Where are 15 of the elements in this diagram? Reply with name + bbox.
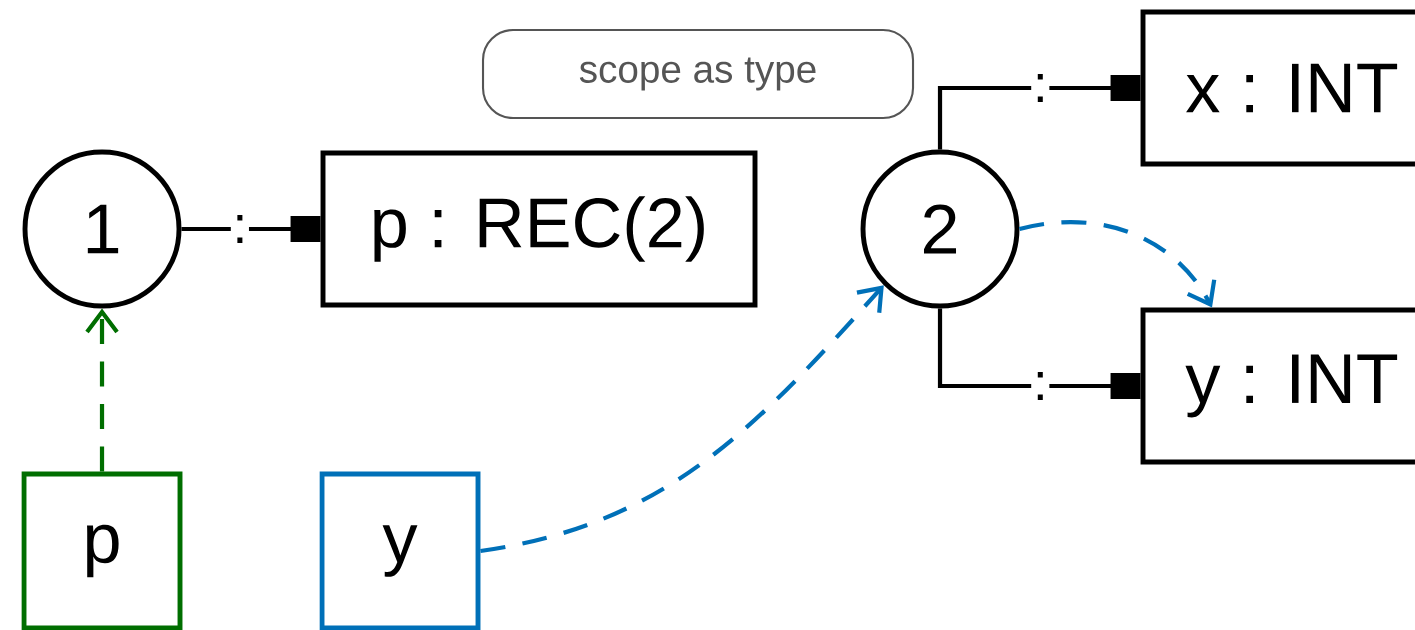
declaration-box: x : INT	[1140, 9, 1415, 167]
connector-line	[937, 75, 1141, 150]
arrow	[85, 308, 119, 472]
declaration-box: y : INT	[1140, 307, 1415, 465]
connector-line	[181, 216, 321, 242]
edge-label: :	[1031, 72, 1050, 104]
declaration-box: p : REC(2)	[320, 150, 758, 308]
arrow	[480, 285, 884, 554]
connector-line	[937, 308, 1141, 399]
reference-box: y	[319, 471, 481, 630]
arrow	[1019, 220, 1217, 308]
scope-as-type-label: scope as type	[481, 28, 915, 120]
edge-label: :	[230, 213, 249, 245]
reference-box: p	[21, 471, 183, 630]
edge-label: :	[1031, 370, 1050, 402]
